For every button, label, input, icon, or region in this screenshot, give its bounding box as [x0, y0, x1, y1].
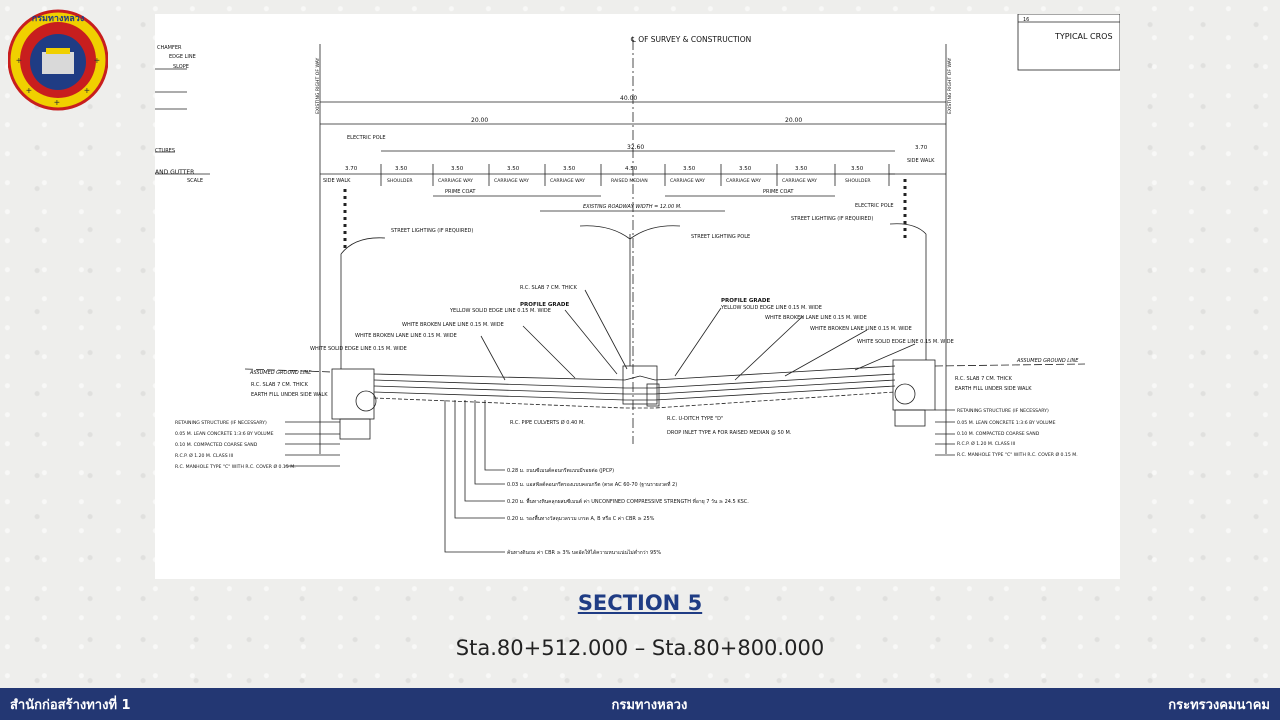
svg-text:+: +	[16, 56, 22, 67]
scale-label: SCALE	[187, 178, 203, 184]
left-note: RETAINING STRUCTURE (IF NECESSARY)	[175, 420, 267, 426]
right-note: 0.10 M. COMPACTED COARSE SAND	[957, 431, 1040, 437]
dim-total: 40.00	[620, 95, 637, 102]
station-range: Sta.80+512.000 – Sta.80+800.000	[455, 636, 825, 660]
footer-ministry: กระทรวงคมนาคม	[1168, 697, 1270, 713]
layer-note: 0.20 ม. รองพื้นทางวัสดุมวลรวม เกรด A, B …	[507, 513, 655, 522]
electric-pole-label: ELECTRIC POLE	[347, 135, 386, 141]
lane-label: CARRIAGE WAY	[782, 178, 817, 184]
left-note: 0.05 M. LEAN CONCRETE 1:3:6 BY VOLUME	[175, 431, 274, 437]
prime-coat-left: PRIME COAT	[445, 189, 476, 195]
earth-fill-left: EARTH FILL UNDER SIDE WALK	[251, 392, 328, 398]
u-ditch: R.C. U-DITCH TYPE "D"	[667, 416, 723, 422]
yellow-edge-right: YELLOW SOLID EDGE LINE 0.15 M. WIDE	[720, 305, 822, 311]
pipe-culverts: R.C. PIPE CULVERTS Ø 0.40 M.	[510, 419, 585, 426]
rc-slab-side-left: R.C. SLAB 7 CM. THICK	[251, 382, 309, 388]
footer-office: สำนักก่อสร้างทางที่ 1	[10, 697, 131, 713]
dim-half-left: 20.00	[471, 117, 488, 124]
left-note: R.C.P. Ø 1.20 M. CLASS III	[175, 452, 233, 459]
slope-label: SLOPE	[173, 64, 189, 70]
street-lighting-right: STREET LIGHTING (IF REQUIRED)	[791, 216, 873, 222]
street-lighting-left: STREET LIGHTING (IF REQUIRED)	[391, 228, 473, 234]
dim-half-right: 20.00	[785, 117, 802, 124]
white-solid-right: WHITE SOLID EDGE LINE 0.15 M. WIDE	[857, 339, 954, 345]
lane-dim: 4.50	[625, 166, 638, 172]
lane-label: CARRIAGE WAY	[670, 178, 705, 184]
existing-roadway: EXISTING ROADWAY WIDTH = 12.00 M.	[583, 204, 682, 210]
lane-dim: 3.50	[851, 166, 864, 172]
lane-dim: 3.50	[683, 166, 696, 172]
right-of-way-left: EXISTING RIGHT OF WAY	[315, 57, 321, 114]
lane-label: SHOULDER	[387, 178, 413, 184]
right-note: RETAINING STRUCTURE (IF NECESSARY)	[957, 408, 1049, 414]
white-broken-right-2: WHITE BROKEN LANE LINE 0.15 M. WIDE	[810, 326, 912, 332]
layer-note: 0.03 ม. แอสฟัลต์คอนกรีตรองแบบคอนกรีต (ตร…	[507, 481, 677, 488]
lane-dim: 3.50	[563, 166, 576, 172]
lane-label: SHOULDER	[845, 178, 871, 184]
lane-label: CARRIAGE WAY	[438, 178, 473, 184]
lane-label: CARRIAGE WAY	[550, 178, 585, 184]
layer-note: 0.20 ม. พื้นทางหินคลุกผสมซีเมนต์ ค่า UNC…	[507, 496, 749, 505]
white-solid-left: WHITE SOLID EDGE LINE 0.15 M. WIDE	[310, 346, 407, 352]
layer-note: 0.28 ม. ถนนซีเมนต์คอนกรีตแบบมีรอยต่อ (JP…	[507, 467, 614, 474]
ground-line-right: ASSUMED GROUND LINE	[1016, 358, 1079, 364]
footer-department: กรมทางหลวง	[611, 697, 688, 713]
rc-slab-side-right: R.C. SLAB 7 CM. THICK	[955, 376, 1013, 382]
profile-grade-right: PROFILE GRADE	[721, 298, 770, 304]
logo-text: กรมทางหลวง	[32, 14, 85, 24]
dim-inner: 32.60	[627, 144, 644, 151]
centerline-label: ℄ OF SURVEY & CONSTRUCTION	[631, 35, 751, 44]
cross-section-drawing: ℄ OF SURVEY & CONSTRUCTION TYPICAL CROS …	[155, 14, 1120, 579]
earth-fill-right: EARTH FILL UNDER SIDE WALK	[955, 386, 1032, 392]
prime-coat-right: PRIME COAT	[763, 189, 794, 195]
svg-text:+: +	[26, 86, 32, 97]
section-title: SECTION 5	[577, 591, 703, 615]
footer-bar: สำนักก่อสร้างทางที่ 1 กรมทางหลวง กระทรวง…	[0, 688, 1280, 720]
title-block-number: 16	[1023, 17, 1029, 23]
gutter-label: AND GUTTER	[155, 169, 194, 176]
right-of-way-right: EXISTING RIGHT OF WAY	[947, 57, 953, 114]
white-broken-left: WHITE BROKEN LANE LINE 0.15 M. WIDE	[402, 322, 504, 328]
lane-dim: 3.50	[451, 166, 464, 172]
right-note: R.C. MANHOLE TYPE "C" WITH R.C. COVER Ø …	[957, 451, 1078, 458]
svg-text:+: +	[84, 86, 90, 97]
sidewalk-dim-left: 3.70	[345, 166, 358, 172]
lane-dim: 3.50	[795, 166, 808, 172]
street-lighting-pole: STREET LIGHTING POLE	[691, 234, 750, 240]
right-note: R.C.P. Ø 1.20 M. CLASS III	[957, 440, 1015, 447]
left-note: R.C. MANHOLE TYPE "C" WITH R.C. COVER Ø …	[175, 463, 296, 470]
white-broken-left-2: WHITE BROKEN LANE LINE 0.15 M. WIDE	[355, 333, 457, 339]
profile-grade-left: PROFILE GRADE	[520, 302, 569, 308]
drop-inlet: DROP INLET TYPE A FOR RAISED MEDIAN @ 50…	[667, 430, 792, 436]
svg-text:+: +	[94, 56, 100, 67]
svg-text:+: +	[54, 98, 60, 109]
lane-label: CARRIAGE WAY	[726, 178, 761, 184]
left-note: 0.10 M. COMPACTED COARSE SAND	[175, 442, 258, 448]
electric-pole-label-right: ELECTRIC POLE	[855, 203, 894, 209]
lane-label: RAISED MEDIAN	[611, 178, 648, 184]
right-note: 0.05 M. LEAN CONCRETE 1:3:6 BY VOLUME	[957, 420, 1056, 426]
edge-line-label: EDGE LINE	[169, 54, 196, 60]
title-block: TYPICAL CROS	[1054, 32, 1113, 41]
yellow-edge-left: YELLOW SOLID EDGE LINE 0.15 M. WIDE	[449, 308, 551, 314]
rc-slab-label: R.C. SLAB 7 CM. THICK	[520, 285, 578, 291]
white-broken-right: WHITE BROKEN LANE LINE 0.15 M. WIDE	[765, 315, 867, 321]
sidewalk-label: SIDE WALK	[323, 178, 351, 184]
layer-note: ค้นทางดินถม ค่า CBR ≥ 3% บดอัดให้ได้ความ…	[507, 549, 661, 556]
lane-dim: 3.50	[739, 166, 752, 172]
lane-dim: 3.50	[507, 166, 520, 172]
chamfer-label: CHAMFER	[157, 45, 182, 51]
sidewalk-dim-right: 3.70	[915, 145, 928, 151]
ground-line-left: ASSUMED GROUND LINE	[249, 370, 312, 376]
department-logo: กรมทางหลวง + + + + +	[7, 8, 109, 112]
sidewalk-label-right: SIDE WALK	[907, 158, 935, 164]
lane-dim: 3.50	[395, 166, 408, 172]
lane-label: CARRIAGE WAY	[494, 178, 529, 184]
structures-label: CTURES	[155, 148, 175, 154]
